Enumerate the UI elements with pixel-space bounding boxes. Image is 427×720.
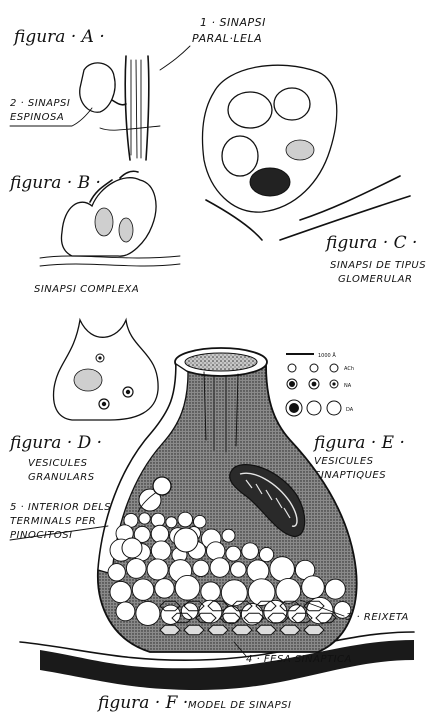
figure-b-caption: SINAPSI COMPLEXA bbox=[34, 284, 139, 295]
figure-e-caption-2: SINAPTIQUES bbox=[314, 470, 386, 481]
synaptic-vesicle bbox=[193, 560, 209, 576]
grid-cell bbox=[208, 625, 228, 635]
synaptic-vesicle bbox=[175, 575, 200, 600]
figure-d-vesicle-core-2 bbox=[126, 390, 130, 394]
synaptic-vesicle bbox=[264, 600, 287, 623]
synaptic-vesicle bbox=[270, 557, 295, 582]
synaptic-vesicle bbox=[108, 564, 125, 581]
synaptic-vesicle bbox=[110, 581, 131, 602]
figure-f-title: figura · F · bbox=[96, 693, 188, 713]
figure-b-mitochondrion bbox=[95, 208, 113, 236]
synaptic-vesicle bbox=[166, 517, 177, 528]
da-vesicle-core-1 bbox=[289, 403, 299, 413]
synaptic-vesicle bbox=[139, 513, 150, 524]
na-vesicle-core-2 bbox=[312, 382, 317, 387]
grid-cell bbox=[280, 625, 300, 635]
synaptic-vesicle bbox=[194, 515, 206, 527]
figure-d-mitochondrion bbox=[74, 369, 102, 391]
grid-cell bbox=[256, 625, 276, 635]
grid-cell bbox=[160, 625, 180, 635]
synaptic-vesicle bbox=[231, 562, 246, 577]
legend-da: DA bbox=[346, 407, 354, 413]
pinocytotic-vesicle bbox=[153, 477, 171, 495]
synaptic-vesicle bbox=[116, 602, 135, 621]
label-1-leader bbox=[160, 46, 190, 70]
synaptic-vesicle bbox=[302, 576, 325, 599]
figure-c-terminal-3 bbox=[222, 136, 258, 176]
grid-cell bbox=[304, 625, 324, 635]
ach-vesicle-3 bbox=[330, 364, 338, 372]
synaptic-vesicle bbox=[122, 538, 142, 558]
synaptic-vesicle bbox=[222, 529, 235, 542]
label-5c: PINOCITOSI bbox=[10, 530, 73, 541]
label-5b: TERMINALS PER bbox=[10, 516, 96, 527]
figure-c-caption-2: GLOMERULAR bbox=[338, 274, 412, 285]
synaptic-vesicle bbox=[226, 546, 241, 561]
scale-bar-label: 1000 Å bbox=[318, 352, 336, 359]
figure-e-caption-1: VESICULES bbox=[314, 456, 374, 467]
synaptic-vesicle bbox=[206, 542, 224, 560]
na-vesicle-core-3 bbox=[332, 382, 335, 385]
figure-b-membrane bbox=[40, 256, 180, 266]
figure-d-title: figura · D · bbox=[8, 433, 102, 453]
na-vesicle-core-1 bbox=[289, 381, 295, 387]
figure-c-mitochondrion bbox=[286, 140, 314, 160]
synaptic-vesicle bbox=[221, 580, 247, 606]
figure-c-terminal-2 bbox=[274, 88, 310, 120]
legend-ach: ACh bbox=[344, 366, 354, 372]
grid-cell bbox=[184, 625, 204, 635]
label-4: 4 · FESA SINAPTICA bbox=[246, 654, 352, 665]
synaptic-vesicle bbox=[136, 601, 160, 625]
figure-c: figura · C · SINAPSI DE TIPUS GLOMERULAR bbox=[202, 65, 426, 285]
label-3: 3 · REIXETA bbox=[346, 612, 409, 623]
da-vesicle-2 bbox=[307, 401, 321, 415]
synaptic-vesicle bbox=[147, 559, 168, 580]
synaptic-vesicle bbox=[174, 528, 198, 552]
figure-c-central-mossy bbox=[250, 168, 290, 196]
ach-vesicle-2 bbox=[310, 364, 318, 372]
synaptic-vesicle bbox=[155, 579, 174, 598]
figure-a-spine-bouton bbox=[80, 63, 126, 112]
figure-d-vesicle-core-3 bbox=[98, 356, 101, 359]
figure-c-title: figura · C · bbox=[324, 233, 417, 253]
label-2b: ESPINOSA bbox=[10, 112, 64, 123]
figure-d-vesicle-core-1 bbox=[102, 402, 106, 406]
figure-f-caption: MODEL DE SINAPSI bbox=[188, 700, 291, 711]
synaptic-vesicle bbox=[325, 579, 345, 599]
label-1: 1 · SINAPSI bbox=[200, 16, 266, 29]
synaptic-vesicle bbox=[178, 512, 193, 527]
figure-d-caption-2: GRANULARS bbox=[28, 472, 95, 483]
synaptic-vesicle bbox=[151, 541, 171, 561]
figure-c-caption-1: SINAPSI DE TIPUS bbox=[330, 260, 426, 271]
synaptic-vesicle bbox=[276, 578, 301, 603]
synaptic-vesicle bbox=[210, 558, 230, 578]
figure-b-title: figura · B · bbox=[8, 173, 101, 193]
legend-na: NA bbox=[344, 383, 352, 389]
figure-c-terminal-1 bbox=[228, 92, 272, 128]
synaptic-vesicle bbox=[151, 525, 168, 542]
label-5a: 5 · INTERIOR DELS bbox=[10, 502, 111, 513]
ach-vesicle-1 bbox=[288, 364, 296, 372]
figure-f-axon-core bbox=[185, 353, 257, 371]
synaptic-vesicle bbox=[201, 582, 220, 601]
synaptic-vesicle bbox=[259, 547, 273, 561]
grid-cell bbox=[232, 625, 252, 635]
synaptic-vesicle bbox=[247, 560, 269, 582]
label-2: 2 · SINAPSI bbox=[10, 98, 70, 109]
synaptic-vesicle bbox=[242, 543, 259, 560]
figure-b: figura · B · SINAPSI COMPLEXA bbox=[8, 171, 180, 295]
da-vesicle-3 bbox=[327, 401, 341, 415]
figure-d-caption-1: VESICULES bbox=[28, 458, 88, 469]
label-1b: PARAL·LELA bbox=[192, 32, 262, 45]
synaptic-vesicle bbox=[151, 513, 165, 527]
figure-a-title: figura · A · bbox=[12, 27, 105, 47]
synaptic-vesicle bbox=[126, 559, 146, 579]
synaptic-vesicle bbox=[132, 579, 153, 600]
figure-b-mitochondrion-2 bbox=[119, 218, 133, 242]
figure-e-title: figura · E · bbox=[312, 433, 405, 453]
